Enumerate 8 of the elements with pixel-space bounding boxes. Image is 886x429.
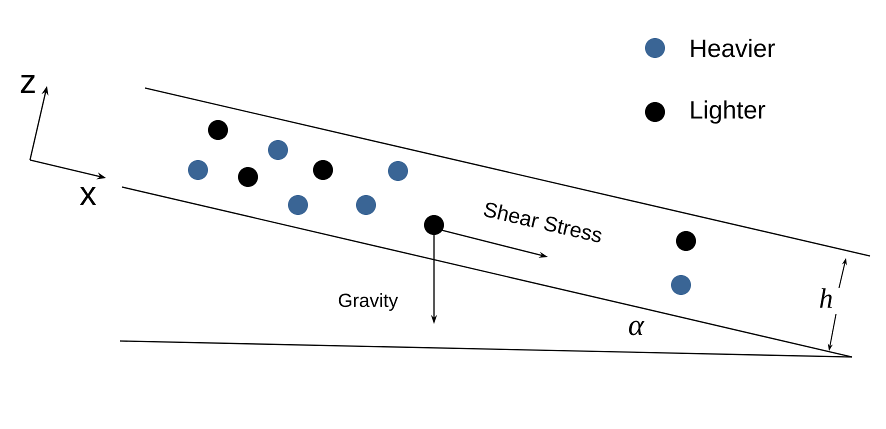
axis-label: z	[20, 75, 35, 93]
axis-label: x	[80, 187, 96, 205]
force-label: Gravity	[338, 293, 398, 311]
legend-label: Heavier	[691, 38, 775, 58]
dimension-label: h	[820, 288, 832, 308]
force-label: Shear Stress	[484, 202, 602, 242]
angle-label: α	[629, 320, 644, 336]
legend-label: Lighter	[691, 100, 766, 124]
